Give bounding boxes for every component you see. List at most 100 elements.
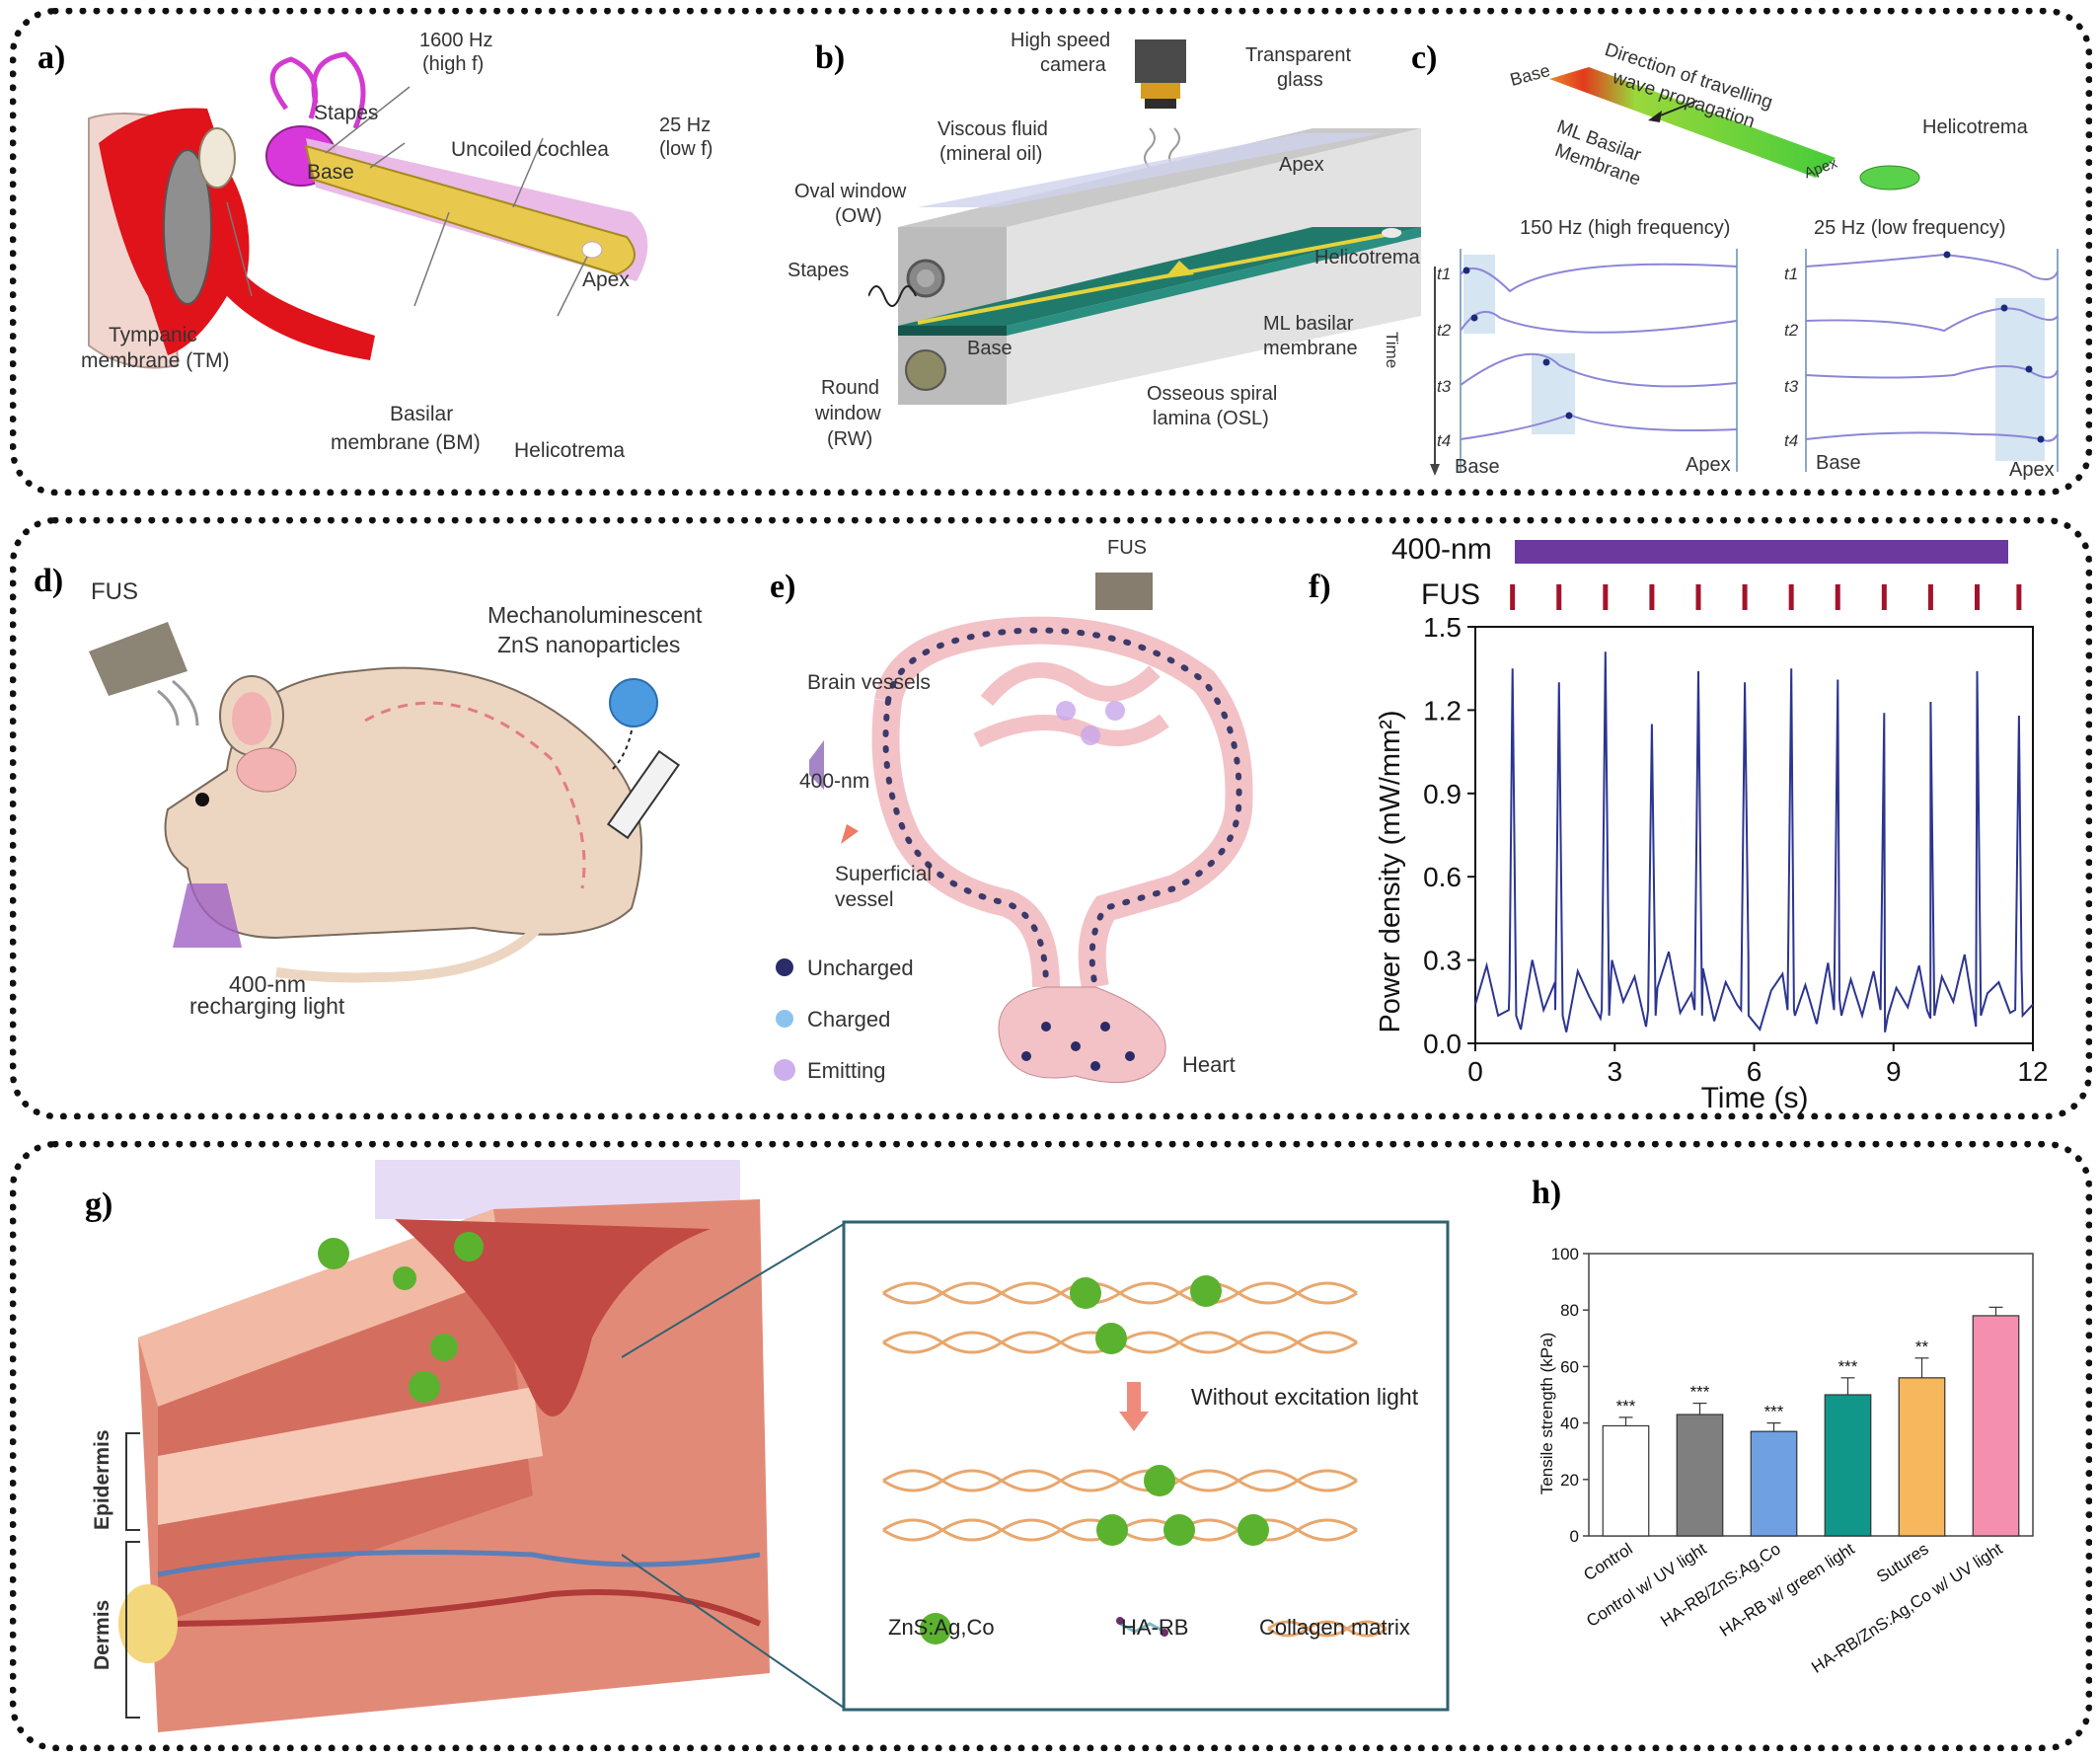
experimental-setup-illustration (868, 39, 1421, 405)
label-base-c-low: Base (1816, 452, 1861, 474)
label-brain-vessels: Brain vessels (807, 671, 931, 694)
fus-pulse-marker (1788, 584, 1794, 610)
label-ml-basilar: ML basilar (1263, 313, 1354, 335)
label-25hz-a: 25 Hz (659, 115, 712, 136)
t1-low: t1 (1784, 265, 1799, 283)
h-bar (1972, 1315, 2020, 1537)
label-helicotrema-a: Helicotrema (514, 439, 626, 462)
h-significance: *** (1616, 1397, 1636, 1415)
label-tympanic-2: membrane (TM) (81, 349, 230, 372)
f-ylabel: Power density (mW/mm²) (1375, 710, 1406, 1032)
label-base-a: Base (307, 161, 354, 184)
label-stapes-a: Stapes (314, 102, 379, 124)
h-bar (1676, 1414, 1724, 1537)
fus-pulse-marker (1695, 584, 1701, 610)
label-basilar: Basilar (390, 403, 454, 425)
label-helicotrema-b: Helicotrema (1314, 247, 1420, 268)
panel-label-c: c) (1411, 39, 1438, 76)
label-osl: lamina (OSL) (1153, 408, 1269, 429)
label-zns-nanoparticles: ZnS nanoparticles (497, 632, 681, 657)
skin-wound-illustration (118, 1160, 770, 1732)
fus-pulse-marker (1742, 584, 1748, 610)
label-400nm-bar: 400-nm (1391, 533, 1492, 566)
label-fus-e: FUS (1107, 537, 1147, 559)
h-ytick-label: 40 (1560, 1415, 1579, 1433)
fus-pulse-marker (1649, 584, 1655, 610)
h-significance: *** (1838, 1357, 1858, 1376)
wave-traces (1430, 249, 2059, 476)
fus-pulse-marker (1556, 584, 1562, 610)
f-ytick-label: 1.2 (1423, 695, 1462, 726)
frame-bottom (10, 1141, 2092, 1751)
label-recharging-light: recharging light (189, 993, 345, 1019)
travelling-wave-illustration (1549, 67, 1836, 178)
h-bar (1750, 1430, 1798, 1537)
h-significance: *** (1690, 1383, 1710, 1402)
t2-low: t2 (1784, 321, 1799, 340)
fus-pulse-marker (1603, 584, 1609, 610)
panel-label-a: a) (38, 39, 66, 76)
label-membrane-b: membrane (1263, 338, 1358, 359)
label-viscous-fluid: Viscous fluid (938, 118, 1048, 140)
label-transparent: Transparent (1245, 44, 1352, 66)
circulation-illustration (774, 573, 1253, 1084)
panel-label-g: g) (85, 1186, 113, 1223)
t4-high: t4 (1437, 431, 1452, 450)
fus-pulse-marker (1835, 584, 1840, 610)
title-150hz: 150 Hz (high frequency) (1520, 217, 1731, 239)
h-plot-frame (1588, 1253, 2034, 1537)
h-significance: *** (1764, 1403, 1784, 1421)
label-without-excitation: Without excitation light (1191, 1384, 1419, 1410)
legend-zns: ZnS:Ag,Co (888, 1615, 995, 1640)
label-tympanic: Tympanic (109, 324, 197, 346)
h-bar (1602, 1424, 1650, 1537)
fus-pulse-marker (1510, 584, 1516, 610)
f-xtick-label: 9 (1886, 1056, 1902, 1087)
f-series-line (1474, 651, 2034, 1032)
frame-middle (10, 517, 2092, 1119)
label-rw: (RW) (827, 428, 873, 450)
label-epidermis: Epidermis (91, 1429, 113, 1530)
h-ytick-label: 80 (1560, 1301, 1579, 1320)
f-ytick-label: 0.6 (1423, 862, 1462, 892)
t3-high: t3 (1437, 377, 1452, 396)
label-heart: Heart (1182, 1052, 1236, 1077)
label-ow: (OW) (835, 205, 882, 227)
label-basilar-2: membrane (BM) (331, 431, 481, 454)
h-ytick-label: 60 (1560, 1357, 1579, 1376)
label-osseous: Osseous spiral (1147, 383, 1278, 405)
legend-emitting: Emitting (807, 1058, 886, 1083)
t4-low: t4 (1784, 431, 1799, 450)
label-base-c-high: Base (1455, 456, 1500, 478)
cochlea-illustration (88, 51, 648, 369)
h-category-label: Control w/ UV light (1583, 1539, 1710, 1631)
label-mechanoluminescent: Mechanoluminescent (488, 602, 703, 628)
label-stapes-b: Stapes (788, 260, 850, 281)
panel-label-f: f) (1309, 569, 1331, 605)
panel-label-d: d) (34, 563, 64, 599)
h-category-label: Sutures (1873, 1539, 1931, 1586)
f-xlabel: Time (s) (1701, 1082, 1809, 1114)
label-apex-a: Apex (582, 268, 630, 291)
h-ytick-label: 100 (1551, 1245, 1579, 1263)
legend-uncharged: Uncharged (807, 956, 914, 980)
frame-top (10, 8, 2092, 496)
h-category-label: HA-RB/ZnS:Ag,Co (1657, 1539, 1783, 1631)
h-significance: ** (1915, 1338, 1929, 1356)
f-xtick-label: 12 (2017, 1056, 2048, 1087)
t3-low: t3 (1784, 377, 1799, 396)
t1-high: t1 (1437, 265, 1452, 283)
f-ytick-label: 0.9 (1423, 779, 1462, 809)
h-category-label: HA-RB w/ green light (1716, 1539, 1858, 1641)
label-base-b: Base (967, 338, 1012, 359)
label-fus-ticks: FUS (1421, 578, 1480, 611)
f-ytick-label: 0.0 (1423, 1029, 1462, 1059)
h-ytick-label: 0 (1570, 1527, 1579, 1546)
label-camera: camera (1040, 54, 1106, 76)
tensile-strength-chart: ************** 020406080100ControlContro… (1538, 1245, 2034, 1677)
fus-pulse-marker (1881, 584, 1887, 610)
h-bar (1824, 1394, 1872, 1537)
h-category-label: Control (1580, 1539, 1635, 1584)
legend-charged: Charged (807, 1007, 891, 1032)
label-superficial: Superficial (835, 863, 933, 885)
